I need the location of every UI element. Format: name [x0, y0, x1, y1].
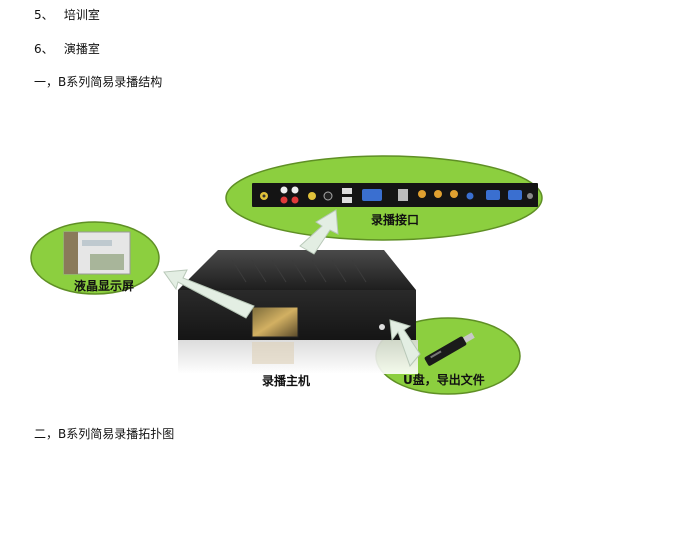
- arrow-to-ports: [299, 209, 339, 255]
- arrow-to-lcd: [163, 269, 255, 319]
- usb-drive-icon: [424, 332, 475, 366]
- port-connectors: [260, 186, 533, 204]
- port-panel-strip: [252, 183, 538, 207]
- usb-label: U盘，导出文件: [403, 373, 485, 387]
- section-heading-structure: 一，B系列简易录播结构: [34, 75, 163, 89]
- arrow-from-usb: [389, 319, 421, 367]
- list-number: 6、: [34, 42, 54, 56]
- lcd-label: 液晶显示屏: [74, 279, 135, 293]
- list-item-studio: 6、 演播室: [34, 42, 100, 56]
- host-reflection: [178, 340, 418, 374]
- power-button-icon: [379, 324, 385, 330]
- host-front-screen: [251, 306, 299, 338]
- host-label: 录播主机: [262, 374, 311, 388]
- port-panel-label: 录播接口: [371, 213, 420, 227]
- recording-host-box: [178, 250, 416, 340]
- list-text: 演播室: [63, 42, 100, 56]
- list-number: 5、: [34, 8, 54, 22]
- list-text: 培训室: [63, 8, 100, 22]
- section-heading-topology: 二，B系列简易录播拓扑图: [34, 427, 175, 441]
- list-item-training-room: 5、 培训室: [34, 8, 100, 22]
